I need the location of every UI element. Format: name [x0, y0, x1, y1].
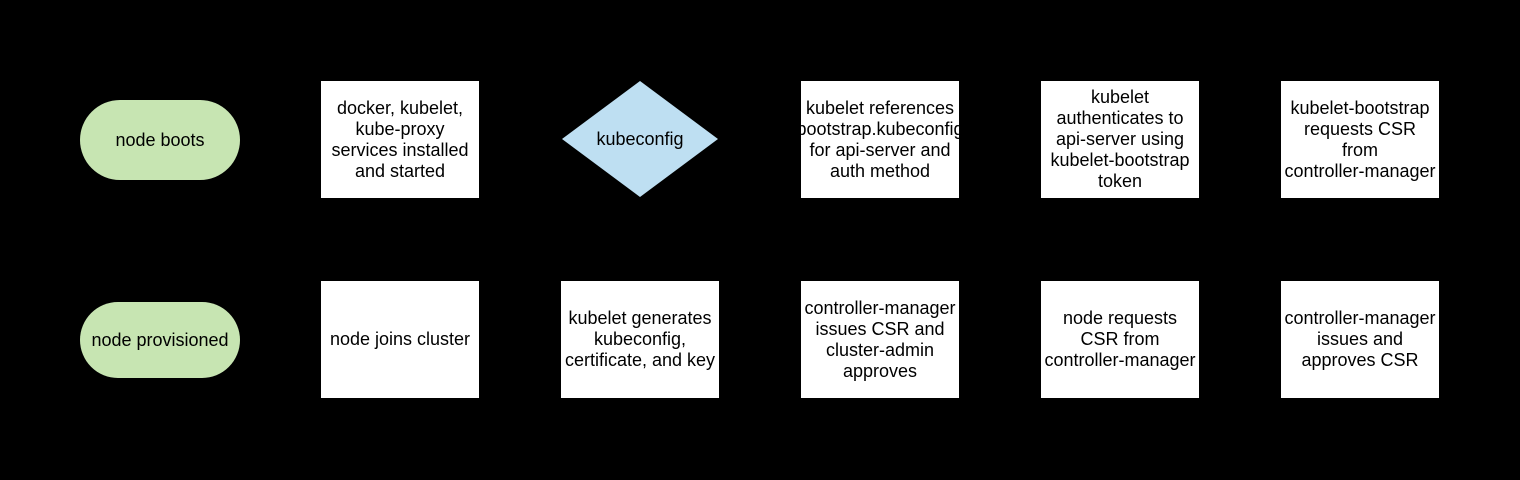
process-kubelet-authenticates-to-api-server: kubelet authenticates to api-server usin… [1041, 81, 1199, 198]
node-label: kubelet generates kubeconfig, certificat… [564, 308, 716, 370]
decision-kubeconfig: kubeconfig [562, 81, 718, 197]
node-label: docker, kubelet, kube-proxy services ins… [331, 97, 469, 181]
process-node-joins-cluster: node joins cluster [321, 281, 479, 398]
process-kubelet-generates-kubeconfig: kubelet generates kubeconfig, certificat… [561, 281, 719, 398]
process-node-requests-csr: node requests CSR from controller-manage… [1041, 281, 1199, 398]
node-label: node joins cluster [329, 329, 471, 349]
node-label: node provisioned [91, 329, 229, 350]
process-services-installed: docker, kubelet, kube-proxy services ins… [321, 81, 479, 198]
node-label: node requests CSR from controller-manage… [1044, 308, 1196, 370]
node-label: kubeconfig [596, 128, 684, 149]
process-controller-manager-issues-and-approves-csr: controller-manager issues and approves C… [1281, 281, 1439, 398]
node-label: kubelet-bootstrap requests CSR from cont… [1284, 97, 1436, 181]
node-label: kubelet references bootstrap.kubeconfig … [796, 97, 964, 181]
terminator-node-boots: node boots [80, 100, 240, 180]
node-label: node boots [115, 129, 205, 150]
process-kubelet-references-bootstrap-kubeconfig: kubelet references bootstrap.kubeconfig … [796, 81, 964, 198]
node-label: kubelet authenticates to api-server usin… [1050, 87, 1190, 191]
terminator-node-provisioned: node provisioned [80, 302, 240, 378]
process-controller-manager-issues-csr-cluster-admin-approves: controller-manager issues CSR and cluste… [801, 281, 959, 398]
process-kubelet-bootstrap-requests-csr: kubelet-bootstrap requests CSR from cont… [1281, 81, 1439, 198]
node-label: controller-manager issues and approves C… [1284, 308, 1436, 370]
node-label: controller-manager issues CSR and cluste… [804, 297, 956, 381]
